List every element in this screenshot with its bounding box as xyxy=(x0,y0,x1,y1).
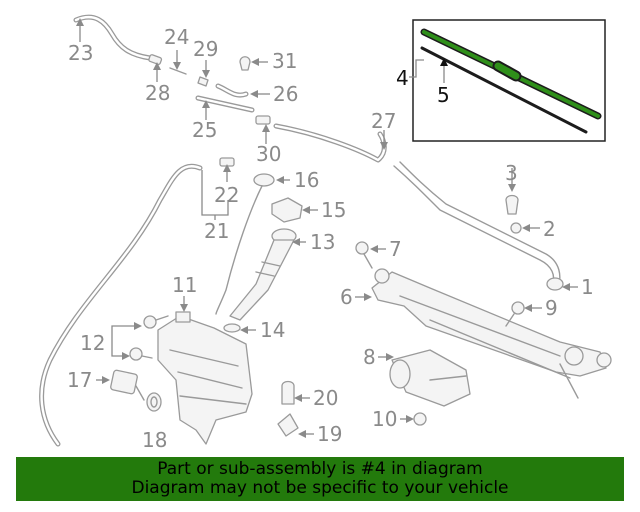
wiper-arm[interactable] xyxy=(393,161,578,291)
callout-22[interactable]: 22 xyxy=(214,183,239,207)
sensor-19 xyxy=(277,413,314,438)
bolts-12 xyxy=(111,315,169,361)
callout-20[interactable]: 20 xyxy=(313,386,338,410)
wiper-linkage[interactable] xyxy=(355,268,612,399)
washer-reservoir[interactable] xyxy=(157,296,253,445)
filler-cap-16[interactable] xyxy=(215,173,290,315)
sensor-20 xyxy=(281,380,310,405)
callout-12[interactable]: 12 xyxy=(80,331,105,355)
banner-line-part-number: Part or sub-assembly is #4 in diagram xyxy=(157,459,483,479)
filler-neck-13[interactable] xyxy=(229,228,306,321)
callout-3[interactable]: 3 xyxy=(505,161,518,185)
callout-8[interactable]: 8 xyxy=(363,345,376,369)
callout-17[interactable]: 17 xyxy=(67,368,92,392)
callout-6[interactable]: 6 xyxy=(340,285,353,309)
callout-7[interactable]: 7 xyxy=(389,237,402,261)
callout-25[interactable]: 25 xyxy=(192,118,217,142)
callout-2[interactable]: 2 xyxy=(543,217,556,241)
callout-13[interactable]: 13 xyxy=(310,230,335,254)
wiper-motor[interactable] xyxy=(378,349,471,426)
callout-10[interactable]: 10 xyxy=(372,407,397,431)
callout-28[interactable]: 28 xyxy=(145,81,170,105)
callout-21[interactable]: 21 xyxy=(204,219,229,243)
banner-line-disclaimer: Diagram may not be specific to your vehi… xyxy=(131,478,509,498)
callout-11[interactable]: 11 xyxy=(172,273,197,297)
callout-26[interactable]: 26 xyxy=(273,82,298,106)
bracket-15 xyxy=(271,197,318,223)
bolts-7-9 xyxy=(355,241,542,327)
callout-31[interactable]: 31 xyxy=(272,49,297,73)
callout-23[interactable]: 23 xyxy=(68,41,93,65)
callout-30[interactable]: 30 xyxy=(256,142,281,166)
callout-1[interactable]: 1 xyxy=(581,275,594,299)
callout-18[interactable]: 18 xyxy=(142,428,167,452)
fitment-notice-banner: Part or sub-assembly is #4 in diagram Di… xyxy=(16,457,624,501)
washer-hose-21 xyxy=(39,163,229,447)
callout-14[interactable]: 14 xyxy=(260,318,285,342)
pump-17[interactable] xyxy=(96,369,145,401)
callout-19[interactable]: 19 xyxy=(317,422,342,446)
arrowhead-5 xyxy=(440,58,448,66)
wiper-blade-refill[interactable] xyxy=(420,46,588,134)
cap-and-nut xyxy=(505,168,540,234)
callout-29[interactable]: 29 xyxy=(193,37,218,61)
callout-24[interactable]: 24 xyxy=(164,25,189,49)
connector-22 xyxy=(219,157,235,182)
grommet-14 xyxy=(223,323,256,334)
callout-9[interactable]: 9 xyxy=(545,296,558,320)
leader-4 xyxy=(409,59,424,78)
callout-4[interactable]: 4 xyxy=(396,66,409,90)
callout-16[interactable]: 16 xyxy=(294,168,319,192)
grommet-18 xyxy=(146,392,162,412)
wiper-blade-assembly[interactable] xyxy=(420,28,602,120)
callout-5[interactable]: 5 xyxy=(437,83,450,107)
callout-27[interactable]: 27 xyxy=(371,109,396,133)
wiper-blade-inset: 4 5 xyxy=(396,19,606,142)
callout-15[interactable]: 15 xyxy=(321,198,346,222)
upper-hose-group xyxy=(73,14,388,163)
